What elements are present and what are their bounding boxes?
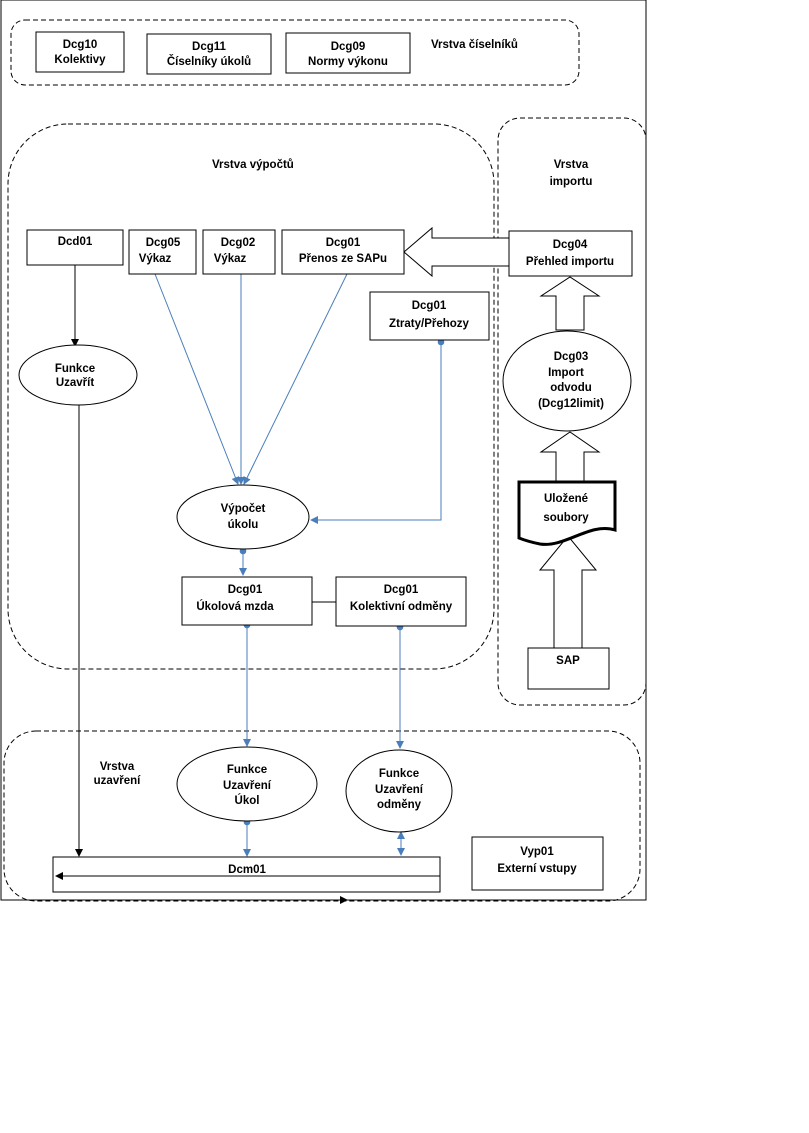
big-arrow-dcg03-to-dcg04 bbox=[539, 276, 601, 331]
node-dcg03-line3: odvodu bbox=[550, 382, 592, 394]
node-ulozene-soubory-document bbox=[517, 480, 617, 546]
node-dcg10-line2: Kolektivy bbox=[54, 54, 106, 66]
node-dcg03-line4: (Dcg12limit) bbox=[538, 398, 604, 410]
layer-uzavreni-label-line1: Vrstva bbox=[100, 761, 135, 773]
layer-importu-label-line2: importu bbox=[550, 176, 593, 188]
arrow-dcg05-to-vypocet bbox=[154, 273, 240, 485]
node-funkce-uzavreni-ukol-line2: Uzavření bbox=[223, 780, 272, 792]
layer-vypoctu-label: Vrstva výpočtů bbox=[212, 159, 294, 171]
node-funkce-uzavrit-line1: Funkce bbox=[55, 363, 95, 375]
node-dcg09-line2: Normy výkonu bbox=[308, 56, 388, 68]
node-dcg11-line1: Dcg11 bbox=[192, 41, 226, 53]
arrow-prenos-to-vypocet bbox=[243, 273, 348, 485]
node-vyp01-line2: Externí vstupy bbox=[497, 863, 577, 875]
layer-ciselniky bbox=[10, 19, 580, 86]
layer-ciselniky-label: Vrstva číselníků bbox=[431, 39, 518, 51]
node-dcg01-ztraty-line1: Dcg01 bbox=[412, 300, 447, 312]
layer-vypoctu bbox=[7, 123, 495, 670]
layer-importu bbox=[497, 117, 647, 706]
node-dcg10-box bbox=[35, 31, 125, 73]
node-vypocet-line1: Výpočet bbox=[221, 503, 266, 515]
layer-importu-label-line1: Vrstva bbox=[554, 159, 589, 171]
node-dcg05-line1: Dcg05 bbox=[146, 237, 181, 249]
node-dcg05-line2: Výkaz bbox=[139, 253, 172, 265]
node-vypocet-line2: úkolu bbox=[228, 519, 259, 531]
node-ulozene-line1: Uložené bbox=[544, 493, 588, 505]
node-funkce-uzavreni-odmeny-ellipse bbox=[345, 749, 453, 833]
node-dcg01-ukolova-box bbox=[181, 576, 313, 626]
node-funkce-uzavreni-ukol-line3: Úkol bbox=[235, 794, 260, 807]
node-funkce-uzavrit-line2: Uzavřít bbox=[56, 377, 95, 389]
node-dcm01-line1: Dcm01 bbox=[228, 864, 266, 876]
node-dcd01-box bbox=[26, 229, 124, 266]
node-dcg11-box bbox=[146, 33, 272, 75]
node-dcg01-ukolova-line1: Dcg01 bbox=[228, 584, 263, 596]
node-ulozene-line2: soubory bbox=[543, 512, 589, 524]
node-dcg04-box bbox=[508, 230, 633, 277]
node-dcg01-prenos-line1: Dcg01 bbox=[326, 237, 361, 249]
layer-uzavreni bbox=[3, 730, 641, 902]
node-dcg03-line2: Import bbox=[548, 367, 584, 379]
node-funkce-uzavreni-odmeny-line3: odměny bbox=[377, 799, 422, 811]
node-dcg09-box bbox=[285, 32, 411, 74]
node-funkce-uzavrit-ellipse bbox=[18, 344, 138, 406]
node-dcg02-line1: Dcg02 bbox=[221, 237, 256, 249]
node-dcm01-box bbox=[52, 856, 441, 893]
node-dcg04-line1: Dcg04 bbox=[553, 239, 588, 251]
big-arrow-import-to-prenos bbox=[403, 226, 510, 278]
node-dcg02-box bbox=[202, 229, 276, 275]
node-dcg01-prenos-line2: Přenos ze SAPu bbox=[299, 253, 387, 265]
big-arrow-soubory-to-dcg03 bbox=[539, 431, 601, 483]
node-funkce-uzavreni-odmeny-line1: Funkce bbox=[379, 768, 419, 780]
node-sap-line1: SAP bbox=[556, 655, 580, 667]
node-sap-box bbox=[527, 647, 610, 690]
node-dcg02-line2: Výkaz bbox=[214, 253, 247, 265]
node-dcg01-prenos-box bbox=[281, 229, 405, 275]
arrow-ztraty-to-vypocet bbox=[310, 338, 445, 524]
node-funkce-uzavreni-odmeny-line2: Uzavření bbox=[375, 784, 424, 796]
layer-uzavreni-label-line2: uzavření bbox=[94, 775, 141, 787]
node-funkce-uzavreni-ukol-ellipse bbox=[176, 746, 318, 822]
node-dcg01-ztraty-box bbox=[369, 291, 490, 341]
node-funkce-uzavreni-ukol-line1: Funkce bbox=[227, 764, 267, 776]
node-dcg09-line1: Dcg09 bbox=[331, 41, 366, 53]
node-dcg03-ellipse bbox=[502, 330, 632, 432]
big-arrow-sap-to-soubory bbox=[538, 535, 598, 649]
node-dcg01-ztraty-line2: Ztraty/Přehozy bbox=[389, 318, 469, 330]
node-vypocet-ellipse bbox=[176, 484, 310, 550]
node-dcg03-line1: Dcg03 bbox=[554, 351, 589, 363]
node-dcg04-line2: Přehled importu bbox=[526, 256, 614, 268]
node-dcg10-line1: Dcg10 bbox=[63, 39, 98, 51]
node-vyp01-box bbox=[471, 836, 604, 891]
node-dcg01-kolektivni-line1: Dcg01 bbox=[384, 584, 419, 596]
node-dcd01-line1: Dcd01 bbox=[58, 236, 93, 248]
node-dcg01-kolektivni-line2: Kolektivní odměny bbox=[350, 601, 453, 613]
node-dcg01-kolektivni-box bbox=[335, 576, 467, 627]
node-dcg05-box bbox=[128, 229, 197, 275]
node-dcg11-line2: Číselníky úkolů bbox=[167, 55, 251, 68]
node-dcg01-ukolova-line2: Úkolová mzda bbox=[196, 600, 274, 613]
node-vyp01-line1: Vyp01 bbox=[520, 846, 554, 858]
